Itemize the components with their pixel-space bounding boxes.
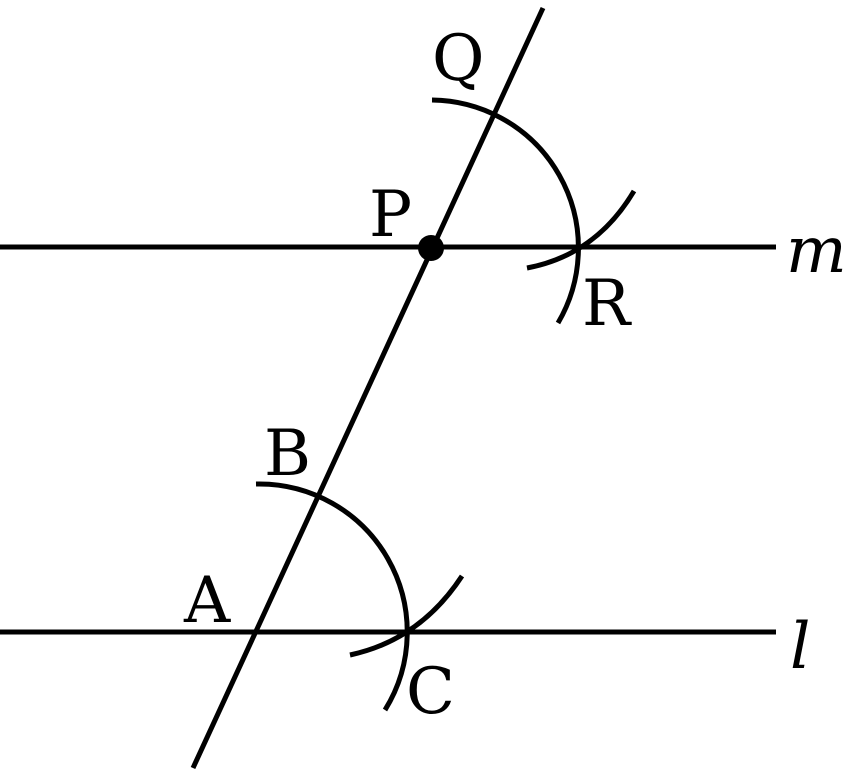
arc-at-C	[349, 574, 465, 658]
label-Q: Q	[432, 22, 484, 96]
label-R: R	[582, 267, 632, 341]
arc-centered-at-A	[255, 481, 410, 712]
label-P: P	[369, 178, 412, 252]
label-line-m: m	[786, 214, 847, 288]
arc-at-R	[526, 189, 637, 271]
arc-centered-at-P	[431, 97, 581, 325]
label-A: A	[183, 564, 231, 638]
point-P-marker	[418, 235, 444, 261]
transversal-line	[190, 6, 546, 770]
label-B: B	[264, 417, 311, 491]
label-line-l: l	[790, 610, 810, 684]
label-C: C	[406, 655, 455, 729]
